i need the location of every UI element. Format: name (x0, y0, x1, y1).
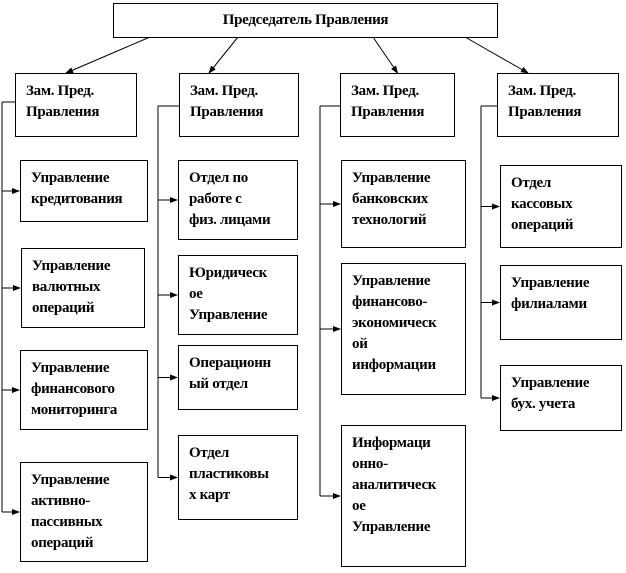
unit-box: Управление банковских технологий (341, 160, 466, 248)
chairman-to-deputy-arrow-4 (464, 36, 529, 74)
unit-box-line: банковских (352, 191, 428, 207)
chairman-to-deputy-arrow-3 (372, 36, 399, 74)
unit-box-line: Управление (31, 170, 110, 186)
unit-box-line: экономическ (352, 315, 437, 331)
unit-box-line: ой (352, 336, 368, 352)
unit-box-line: филиалами (511, 296, 587, 312)
unit-box-line: информации (352, 357, 436, 373)
unit-box-line: ый отдел (189, 376, 248, 392)
unit-box-line: финансового (31, 381, 115, 397)
unit-box: Управление филиалами (500, 265, 622, 340)
unit-box-line: Отдел (189, 445, 229, 461)
unit-box-line: Отдел (511, 175, 551, 191)
unit-box-line: Управление (32, 258, 111, 274)
unit-box-line: ое (189, 286, 203, 302)
unit-box-line: пассивных (31, 514, 103, 530)
unit-box: Управление бух. учета (500, 365, 622, 431)
unit-box-line: Управление (352, 519, 431, 535)
unit-box-line: пластиковы (189, 466, 269, 482)
unit-box: Отдел кассовых операций (500, 165, 622, 248)
unit-box: Управление валютных операций (21, 248, 145, 328)
unit-box: Операционн ый отдел (178, 345, 298, 410)
deputy-box-2-line: Зам. Пред. (190, 83, 258, 99)
deputy-box-3-line: Зам. Пред. (351, 83, 419, 99)
unit-box-line: бух. учета (511, 396, 576, 412)
unit-box: Управление финансово-экономическ ой информа… (341, 263, 466, 395)
unit-box-line: валютных (32, 279, 101, 295)
unit-box-line: операций (511, 217, 574, 233)
unit-box: Отдел пластиковы х карт (178, 435, 298, 520)
unit-box-line: Управление (189, 307, 268, 323)
deputy-box-4-line: Правления (508, 104, 582, 120)
unit-box-line: операций (31, 535, 94, 551)
deputy-box-2-line: Правления (190, 104, 264, 120)
deputy-box-1-line: Правления (26, 104, 100, 120)
chairman-to-deputy-arrow-1 (65, 36, 151, 74)
unit-box: Отдел по работе с физ. лицами (178, 160, 298, 240)
unit-box-line: Управление (31, 360, 110, 376)
unit-box-line: ое (352, 498, 366, 514)
unit-box-line: кредитования (31, 191, 123, 207)
chairman-to-deputy-arrow-2 (208, 36, 239, 74)
chairman-label: Председатель Правления (222, 12, 389, 28)
unit-box-line: Управление (352, 273, 431, 289)
unit-box-line: Юридическ (189, 265, 268, 281)
unit-box-line: операций (32, 300, 95, 316)
unit-box-line: работе с (189, 191, 242, 207)
unit-box-line: Управление (352, 170, 431, 186)
unit-box-line: кассовых (511, 196, 573, 212)
chairman-box: Председатель Правления (113, 3, 498, 38)
unit-box-line: Отдел по (189, 170, 248, 186)
unit-box-line: онно- (352, 456, 388, 472)
deputy-box-1: Зам. Пред. Правления (15, 73, 137, 137)
deputy-box-3: Зам. Пред. Правления (340, 73, 455, 137)
unit-box: Управление финансового мониторинга (20, 350, 148, 430)
unit-box-line: Управление (511, 275, 590, 291)
unit-box-line: технологий (352, 212, 427, 228)
unit-box-line: Операционн (189, 355, 271, 371)
unit-box-line: физ. лицами (189, 212, 271, 228)
deputy-box-4-line: Зам. Пред. (508, 83, 576, 99)
unit-box-line: активно- (31, 493, 90, 509)
unit-box-line: аналитическ (352, 477, 437, 493)
deputy-box-2: Зам. Пред. Правления (179, 73, 299, 137)
unit-box-line: х карт (189, 487, 230, 503)
unit-box-line: Информаци (352, 435, 431, 451)
deputy-box-1-line: Зам. Пред. (26, 83, 94, 99)
deputy-box-4: Зам. Пред. Правления (497, 73, 619, 137)
unit-box-line: мониторинга (31, 402, 118, 418)
unit-box-line: финансово- (352, 294, 428, 310)
unit-box: Управление активно-пассивных операций (20, 462, 148, 562)
unit-box-line: Управление (31, 472, 110, 488)
deputy-box-3-line: Правления (351, 104, 425, 120)
unit-box: Управление кредитования (20, 160, 148, 222)
unit-box-line: Управление (511, 375, 590, 391)
